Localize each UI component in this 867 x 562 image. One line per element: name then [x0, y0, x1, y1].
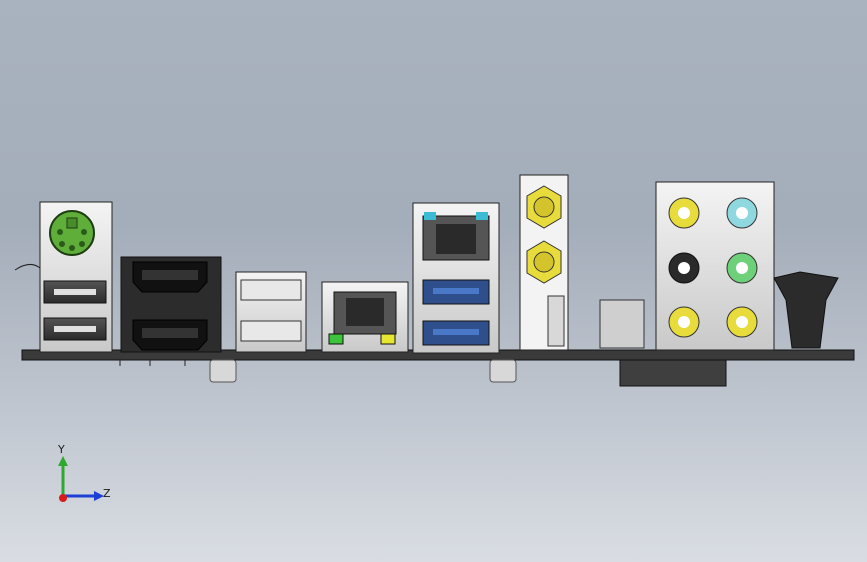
hdmi-stack: [120, 256, 222, 353]
usb-white-port-2[interactable]: [240, 320, 302, 342]
lan-led-yellow: [380, 333, 396, 345]
rj45-usb3-combo: [412, 202, 500, 354]
y-axis-label: Y: [57, 443, 65, 456]
pcb-board: [21, 349, 855, 387]
z-axis-label: Z: [103, 487, 111, 500]
ps2-usb-stack: [14, 201, 113, 353]
usb-white-stack: [235, 271, 307, 353]
usb-white-port-1[interactable]: [240, 279, 302, 301]
antenna-bracket: [519, 174, 645, 351]
lan-led-green: [328, 333, 344, 345]
audio-stack: [655, 181, 775, 351]
axis-triad: Y Z: [57, 443, 111, 502]
triad-origin: [59, 494, 67, 502]
retention-clip: [773, 271, 839, 349]
rj45-lan: [321, 281, 409, 353]
